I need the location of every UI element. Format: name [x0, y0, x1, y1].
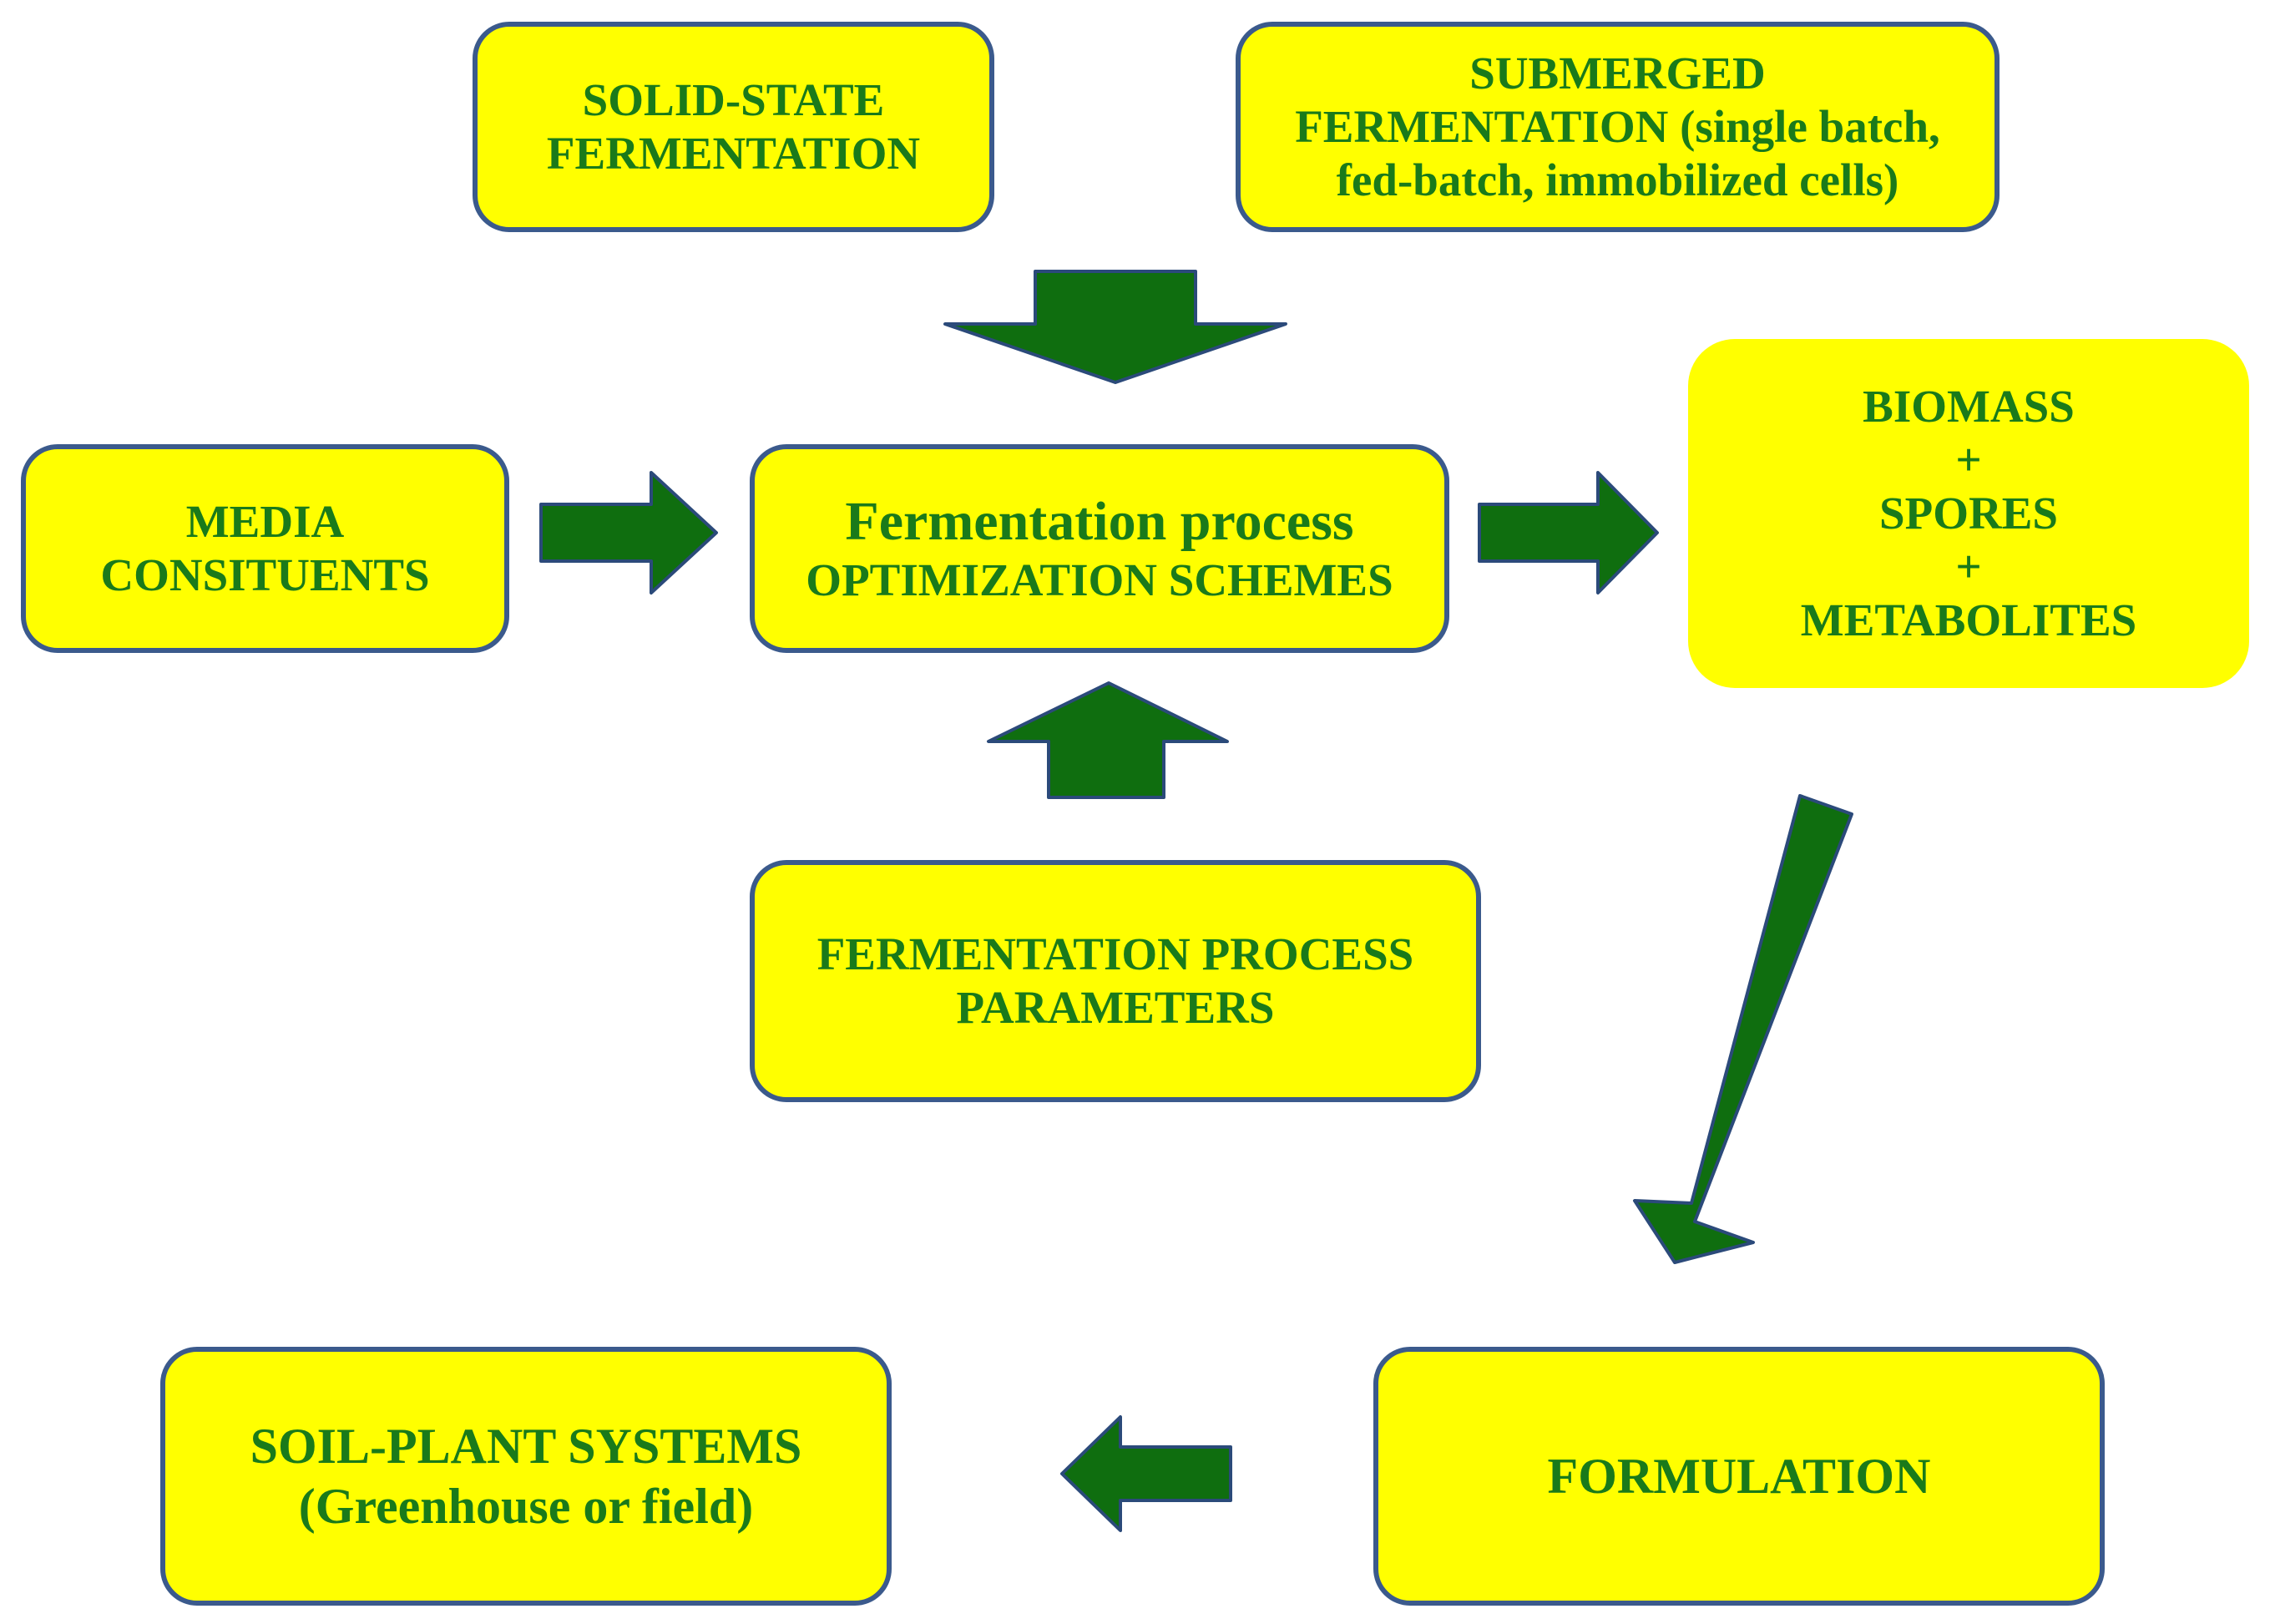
parameters-line-2: PARAMETERS	[956, 982, 1275, 1033]
formulation-label: FORMULATION	[1547, 1449, 1931, 1504]
arrow-down-into-process	[943, 270, 1287, 384]
process-subtitle: OPTIMIZATION SCHEMES	[806, 554, 1393, 605]
solid-state-line-1: SOLID-STATE	[582, 74, 885, 125]
submerged-fermentation-box: SUBMERGED FERMENTATION (single batch, fe…	[1236, 22, 2000, 232]
media-constituents-box: MEDIA CONSITUENTS	[21, 444, 509, 653]
fermentation-process-box: Fermentation process OPTIMIZATION SCHEME…	[750, 444, 1449, 653]
arrow-formulation-to-soil-plant	[1060, 1415, 1232, 1532]
process-parameters-box: FERMENTATION PROCESS PARAMETERS	[750, 860, 1481, 1102]
outputs-spores: SPORES	[1879, 488, 2058, 539]
submerged-line-1: SUBMERGED	[1469, 48, 1766, 99]
outputs-plus-2: +	[1955, 541, 1982, 592]
media-line-2: CONSITUENTS	[100, 549, 430, 600]
soil-plant-systems-box: SOIL-PLANT SYSTEMS (Greenhouse or field)	[160, 1347, 892, 1606]
media-line-1: MEDIA	[185, 496, 345, 547]
arrow-process-to-outputs	[1478, 471, 1659, 594]
arrow-parameters-to-process	[987, 681, 1229, 799]
arrow-outputs-to-formulation	[1633, 794, 1853, 1264]
outputs-box: BIOMASS + SPORES + METABOLITES	[1688, 339, 2249, 688]
outputs-biomass: BIOMASS	[1863, 381, 2075, 432]
submerged-line-3: fed-batch, immobilized cells)	[1336, 154, 1899, 205]
formulation-box: FORMULATION	[1373, 1347, 2105, 1606]
solid-state-line-2: FERMENTATION	[546, 128, 921, 179]
soil-plant-line-1: SOIL-PLANT SYSTEMS	[250, 1419, 802, 1474]
solid-state-fermentation-box: SOLID-STATE FERMENTATION	[473, 22, 994, 232]
outputs-plus-1: +	[1955, 434, 1982, 485]
arrow-media-to-process	[539, 471, 718, 594]
process-title: Fermentation process	[845, 491, 1354, 552]
parameters-line-1: FERMENTATION PROCESS	[816, 928, 1414, 979]
outputs-metabolites: METABOLITES	[1800, 594, 2137, 645]
soil-plant-line-2: (Greenhouse or field)	[298, 1479, 754, 1534]
submerged-line-2: FERMENTATION (single batch,	[1295, 101, 1940, 152]
